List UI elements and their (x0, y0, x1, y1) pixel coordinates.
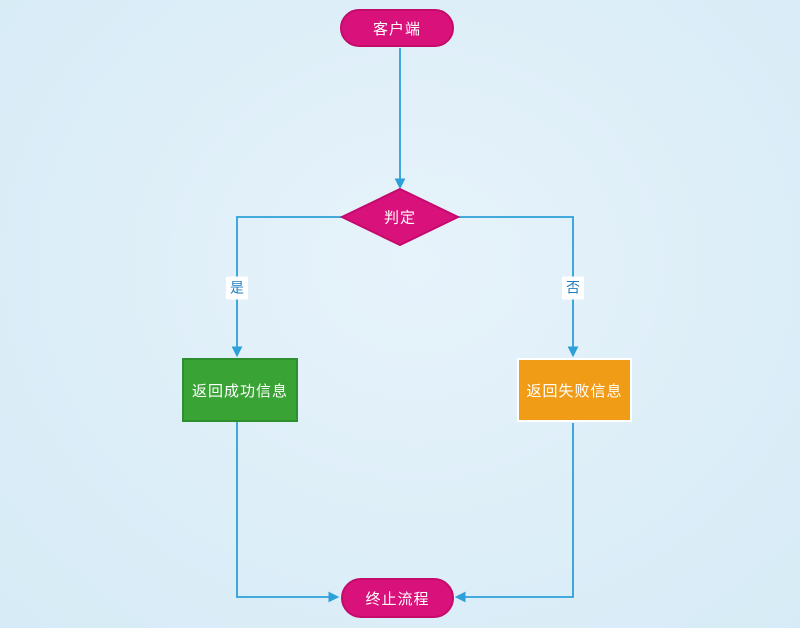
node-end[interactable]: 终止流程 (341, 578, 454, 618)
edge-decision-to-success (231, 216, 342, 358)
node-return-failure[interactable]: 返回失败信息 (517, 358, 632, 422)
edge-decision-to-failure (458, 216, 579, 358)
edge-success-to-end (236, 422, 340, 603)
node-decision-label: 判定 (383, 209, 417, 227)
node-client[interactable]: 客户端 (340, 9, 454, 47)
node-return-success[interactable]: 返回成功信息 (182, 358, 298, 422)
node-end-label: 终止流程 (365, 590, 430, 608)
edge-failure-to-end (454, 423, 574, 603)
node-return-success-label: 返回成功信息 (191, 382, 288, 400)
decision-diamond-shape[interactable] (339, 187, 461, 247)
edge-label-no: 否 (562, 276, 584, 300)
node-return-failure-label: 返回失败信息 (526, 382, 623, 400)
node-client-label: 客户端 (372, 20, 421, 38)
edge-label-yes: 是 (226, 276, 248, 300)
